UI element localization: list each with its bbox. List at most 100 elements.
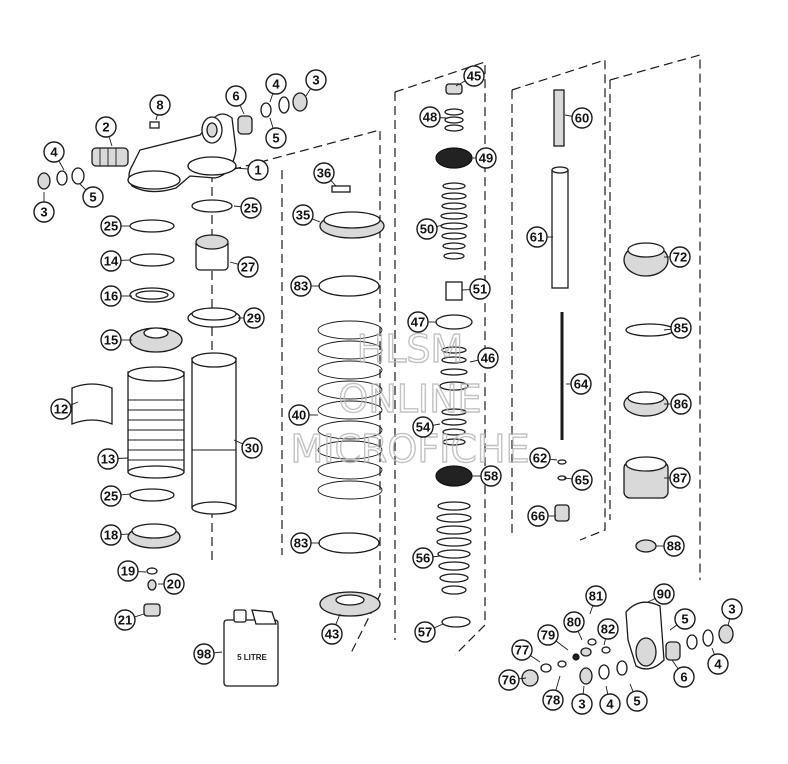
- callout-number-c64: 64: [574, 377, 589, 392]
- part-57-washer: [441, 616, 471, 628]
- callout-bubble-c62: [529, 447, 551, 469]
- callout-number-c86: 86: [674, 397, 688, 412]
- callout-number-c3t: 3: [312, 73, 319, 88]
- leader-line-c6r: [671, 659, 679, 670]
- callout-number-c35: 35: [296, 208, 310, 223]
- part-45-nut: [445, 83, 463, 95]
- callout-bubble-c43: [321, 623, 343, 645]
- leader-line-c3r1: [727, 618, 731, 627]
- leader-line-c1: [235, 167, 249, 170]
- part-3-nut-left: [37, 172, 51, 190]
- callout-number-c4r2: 4: [606, 697, 614, 712]
- callout-number-c27: 27: [241, 260, 255, 275]
- callout-c15: 15: [100, 329, 132, 351]
- part-50-shim-stack: [440, 182, 468, 260]
- callout-bubble-c57: [414, 621, 436, 643]
- part-8-screw: [149, 121, 160, 129]
- part-12-half-shell: [71, 383, 113, 425]
- part-3-nut-bottom-left: [579, 667, 593, 685]
- callout-bubble-c4l: [43, 141, 65, 163]
- callout-number-c66: 66: [531, 509, 545, 524]
- callout-c88: 88: [656, 535, 685, 557]
- callout-c49: 49: [470, 147, 497, 169]
- callout-number-c62: 62: [533, 451, 547, 466]
- callout-number-c58: 58: [484, 469, 498, 484]
- callout-bubble-c1: [247, 159, 269, 181]
- part-19-washer: [146, 567, 158, 575]
- callout-bubble-c65: [571, 469, 593, 491]
- callout-bubble-c25c: [100, 485, 122, 507]
- callout-number-c5r1: 5: [681, 612, 688, 627]
- callout-c76: 76: [498, 669, 527, 691]
- callout-bubble-c54: [412, 416, 434, 438]
- callout-c46: 46: [469, 347, 499, 369]
- callout-c21: 21: [114, 609, 145, 631]
- leader-line-c4r2: [605, 685, 609, 695]
- callout-bubble-c36: [313, 162, 335, 184]
- callout-c98: 98: [193, 643, 223, 665]
- callout-c18: 18: [100, 524, 131, 546]
- callout-number-c45: 45: [467, 69, 481, 84]
- part-4-washer-left: [56, 170, 68, 186]
- callout-bubble-c47: [407, 311, 429, 333]
- callout-number-c3r1: 3: [728, 602, 735, 617]
- callout-number-c72: 72: [673, 250, 687, 265]
- part-82-oring: [601, 646, 611, 654]
- callout-c36: 36: [313, 162, 337, 187]
- part-43-spring-seat-hole: [335, 594, 365, 606]
- callout-bubble-c4t: [265, 73, 287, 95]
- callout-c5t: 5: [265, 117, 287, 149]
- part-48-washer-c: [444, 124, 464, 132]
- callout-c4r2: 4: [599, 685, 621, 715]
- boundary-reservoir-group: [609, 54, 701, 580]
- leader-line-c25b: [233, 205, 242, 208]
- part-30-tube-bottom: [191, 501, 237, 515]
- part-62-washer: [557, 459, 567, 465]
- callout-number-c98: 98: [197, 647, 211, 662]
- leader-line-c43: [335, 613, 341, 625]
- callout-c6: 6: [225, 85, 247, 115]
- part-13-bellows-top: [127, 366, 185, 382]
- leader-line-c27: [229, 261, 239, 265]
- callout-bubble-c48: [419, 106, 441, 128]
- part-61-piston-rod: [551, 169, 569, 289]
- callout-number-c14: 14: [104, 254, 119, 269]
- callout-bubble-c85: [670, 317, 692, 339]
- callout-number-c4r1: 4: [714, 657, 722, 672]
- oil-can-cap: [233, 609, 247, 623]
- part-30-tube: [191, 357, 237, 509]
- callout-c14: 14: [100, 250, 131, 272]
- callout-bubble-c13: [97, 448, 119, 470]
- part-29-ring-inner: [191, 307, 237, 321]
- callout-c45: 45: [455, 65, 485, 87]
- callout-c8: 8: [149, 94, 171, 121]
- callout-c54: 54: [412, 416, 441, 438]
- callout-bubble-c45: [463, 65, 485, 87]
- leader-line-c78: [555, 675, 561, 691]
- part-20-screw: [147, 579, 157, 591]
- part-4-washer-bottom-right: [702, 629, 714, 647]
- callout-c50: 50: [416, 218, 444, 240]
- callout-bubble-c27: [237, 256, 259, 278]
- part-5-seal-bottom-left: [616, 660, 628, 676]
- callout-bubble-c8: [149, 94, 171, 116]
- callout-number-c83b: 83: [294, 536, 308, 551]
- callout-bubble-c19: [117, 560, 139, 582]
- part-1-base-ring: [127, 170, 181, 190]
- callout-number-c85: 85: [674, 321, 688, 336]
- callout-number-c21: 21: [118, 613, 132, 628]
- callout-number-c81: 81: [589, 589, 603, 604]
- leader-line-c85: [663, 328, 672, 331]
- callout-c5r1: 5: [669, 608, 696, 631]
- callout-number-c43: 43: [325, 627, 339, 642]
- part-6-bushing-bottom: [665, 641, 681, 661]
- callout-number-c3r2: 3: [578, 697, 585, 712]
- callout-number-c30: 30: [245, 441, 259, 456]
- part-3-nut-bottom-right: [718, 624, 734, 644]
- callout-number-c80: 80: [567, 615, 581, 630]
- callout-c4t: 4: [265, 73, 287, 103]
- part-87-top: [625, 456, 667, 472]
- part-72-cap-top: [627, 242, 665, 258]
- callout-number-c57: 57: [418, 625, 432, 640]
- oil-can-body: [223, 619, 279, 687]
